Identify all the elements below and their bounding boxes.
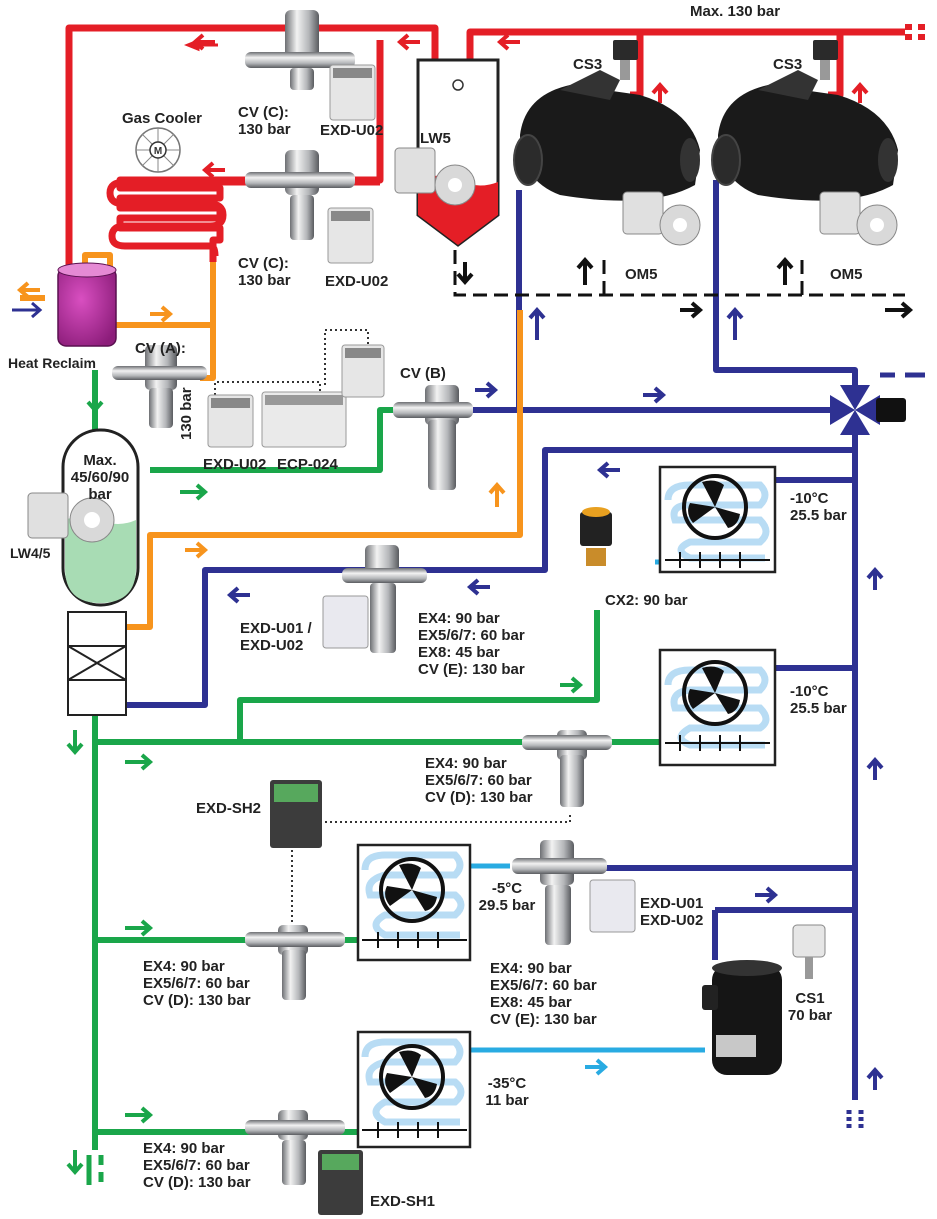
evaporator-4 (358, 1032, 470, 1147)
valve-spec-d-label-3: EX4: 90 bar EX5/6/7: 60 bar CV (D): 130 … (143, 1140, 251, 1191)
max-130-bar-label: Max. 130 bar (690, 3, 780, 20)
valve-spec-d-label-2: EX4: 90 bar EX5/6/7: 60 bar CV (D): 130 … (143, 958, 251, 1009)
gas-cooler-fan: M (136, 128, 180, 172)
exd-u02-label-1: EXD-U02 (320, 122, 383, 139)
evap3-condition-label: -5°C 29.5 bar (472, 880, 542, 914)
co2-compressor-1 (514, 70, 700, 201)
cv-c-label-1: CV (C): 130 bar (238, 104, 291, 138)
evaporator-1 (660, 467, 775, 572)
evap1-condition-label: -10°C 25.5 bar (790, 490, 847, 524)
pressure-switch-cs1 (793, 925, 825, 979)
lw5-label: LW5 (420, 130, 451, 147)
cv-c-label-2: CV (C): 130 bar (238, 255, 291, 289)
om5-label-2: OM5 (830, 266, 863, 283)
pressure-switch-cs3-2 (813, 40, 838, 80)
valve-spec-e-label-1: EX4: 90 bar EX5/6/7: 60 bar EX8: 45 bar … (418, 610, 525, 678)
om5-label-1: OM5 (625, 266, 658, 283)
pressure-switch-cs3-1 (613, 40, 638, 80)
exd-sh2-label: EXD-SH2 (196, 800, 261, 817)
evaporator-3 (358, 845, 470, 960)
co2-compressor-2 (712, 70, 898, 201)
heat-reclaim-label: Heat Reclaim (8, 355, 96, 372)
receiver-max-label: Max. 45/60/90 bar (65, 452, 135, 503)
scroll-compressor (702, 960, 782, 1075)
exd-u02-label-3: EXD-U02 (203, 456, 266, 473)
gas-cooler-label: Gas Cooler (122, 110, 202, 127)
exd-sh1-label: EXD-SH1 (370, 1193, 435, 1210)
heat-reclaim-tank (58, 263, 116, 346)
evap2-condition-label: -10°C 25.5 bar (790, 683, 847, 717)
evap4-condition-label: -35°C 11 bar (472, 1075, 542, 1109)
cs3-label-2: CS3 (773, 56, 802, 73)
cs3-label-1: CS3 (573, 56, 602, 73)
valve-spec-d-label-1: EX4: 90 bar EX5/6/7: 60 bar CV (D): 130 … (425, 755, 533, 806)
cs1-label: CS1 70 bar (780, 990, 840, 1024)
cx2-label: CX2: 90 bar (605, 592, 688, 609)
heat-exchanger (68, 612, 126, 715)
cv-a-bar-label: 130 bar (178, 387, 195, 440)
ecp-024-label: ECP-024 (277, 456, 338, 473)
evaporator-2 (660, 650, 775, 765)
exd-u01-u02-label-1: EXD-U01 / EXD-U02 (240, 620, 312, 654)
cv-b-label: CV (B) (400, 365, 446, 382)
lw45-label: LW4/5 (10, 545, 50, 562)
exd-u02-label-2: EXD-U02 (325, 273, 388, 290)
cv-a-label: CV (A): (135, 340, 186, 357)
exd-u01-u02-label-2: EXD-U01 EXD-U02 (640, 895, 703, 929)
valve-spec-e-label-2: EX4: 90 bar EX5/6/7: 60 bar EX8: 45 bar … (490, 960, 597, 1028)
svg-text:M: M (154, 146, 162, 157)
three-way-valve (830, 385, 906, 435)
